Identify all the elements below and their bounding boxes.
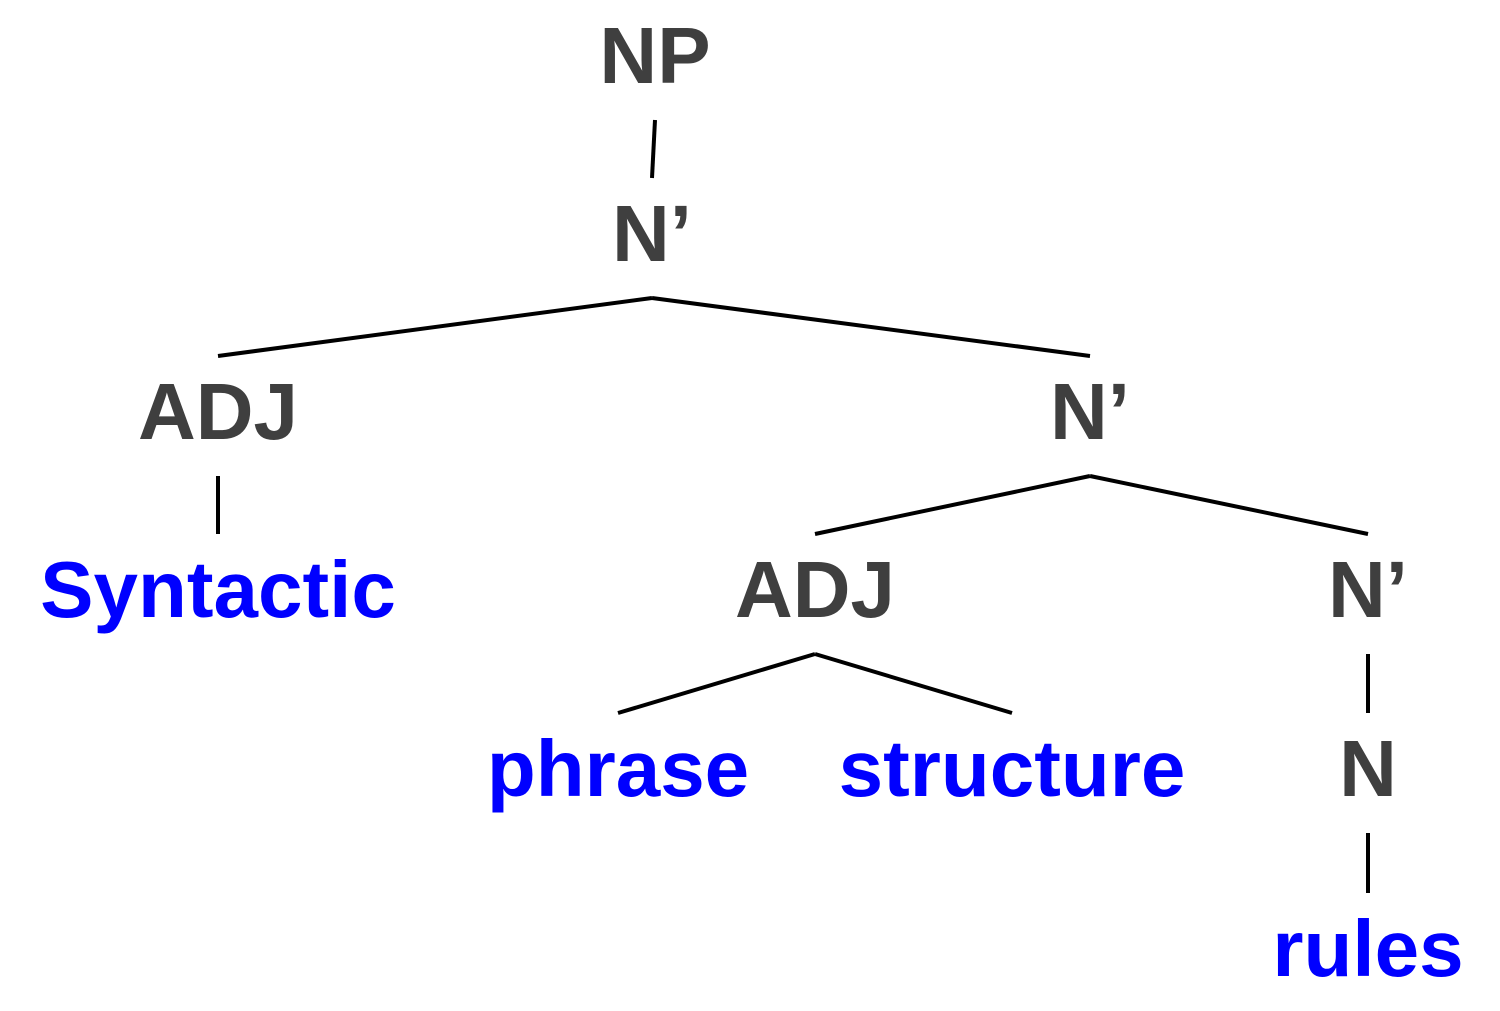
tree-edge-adj-2-to-structure [814,652,1013,715]
tree-edge-np-to-nbar-1 [650,119,657,179]
tree-node-nbar-3: N’ [1328,545,1408,634]
tree-node-nbar-2: N’ [1050,367,1130,456]
tree-node-adj-2: ADJ [735,545,895,634]
tree-node-phrase: phrase [487,724,749,813]
tree-edge-nbar-2-to-adj-2 [814,474,1091,536]
tree-node-np: NP [599,11,710,100]
tree-node-rules: rules [1272,904,1463,993]
tree-node-structure: structure [839,724,1186,813]
tree-edge-nbar-1-to-adj-1 [217,296,653,358]
tree-edges [216,119,1370,893]
tree-node-syntactic: Syntactic [40,545,396,634]
tree-node-nbar-1: N’ [612,189,692,278]
tree-node-adj-1: ADJ [138,367,298,456]
tree-edge-nbar-2-to-nbar-3 [1089,474,1369,536]
tree-edge-adj-2-to-phrase [617,652,816,715]
tree-node-n: N [1339,724,1397,813]
tree-nodes: NP N’ ADJ N’ Syntactic ADJ N’ phrase structure Nr… [40,11,1463,993]
tree-edge-nbar-1-to-nbar-2 [651,296,1091,358]
